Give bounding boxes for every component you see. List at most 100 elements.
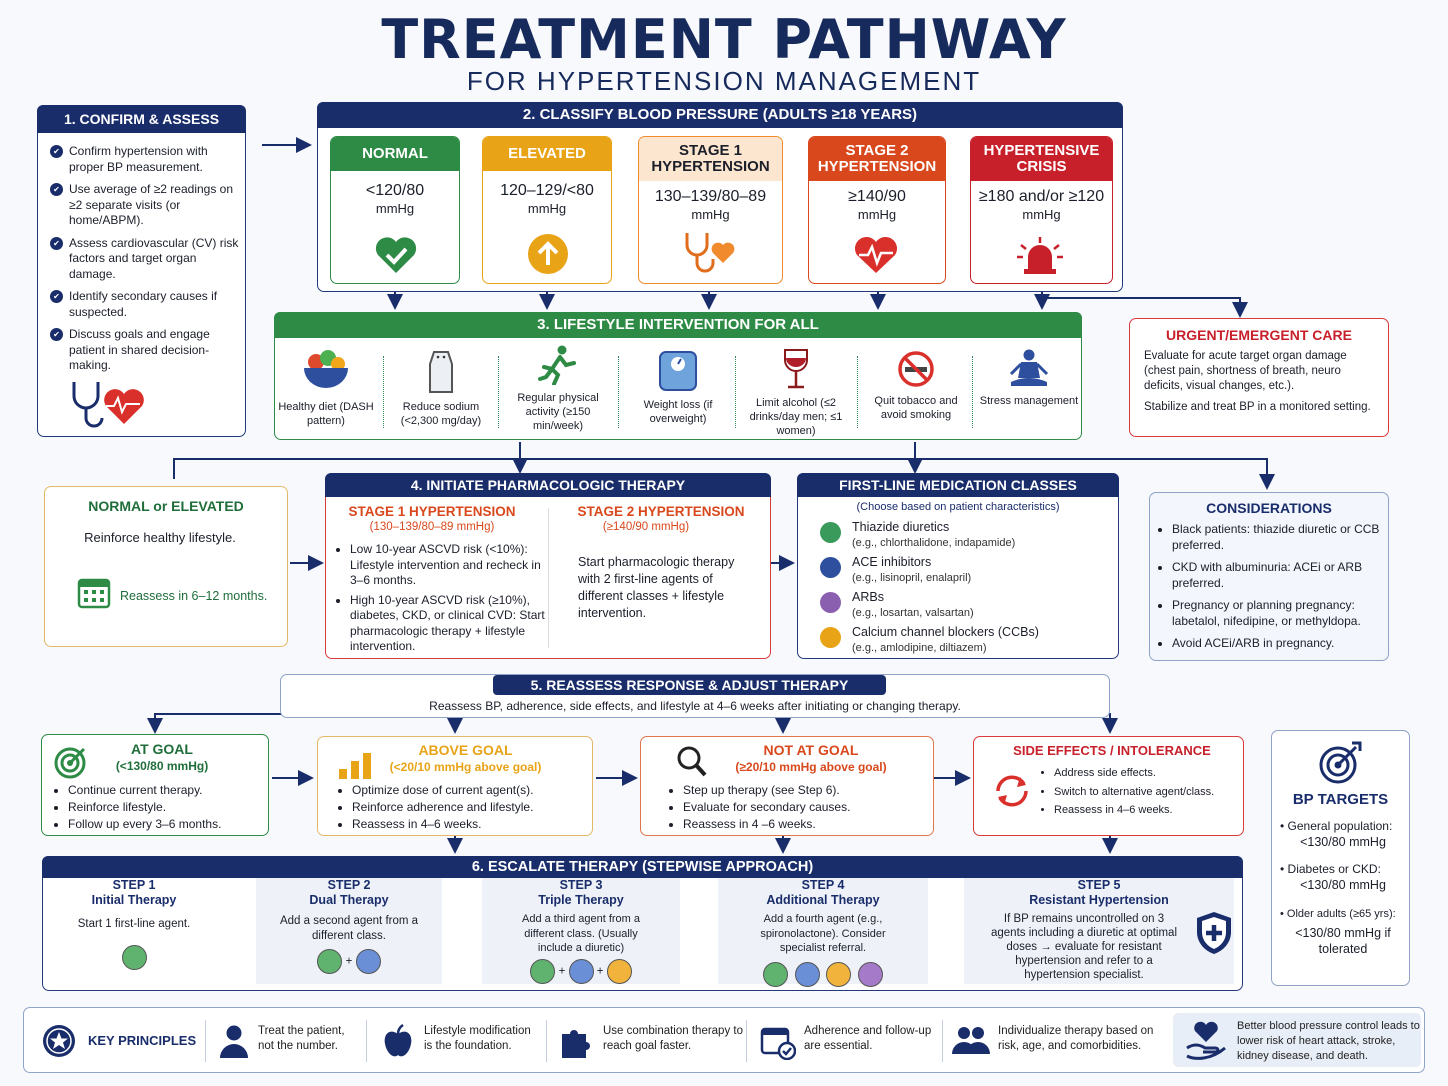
target-label: Diabetes or CKD: [1287,862,1381,876]
med-examples: (e.g., lisinopril, enalapril) [852,572,972,584]
refresh-icon [996,775,1028,807]
list-item: Switch to alternative agent/class. [1054,786,1240,800]
step-text: Add a third agent from a different class… [521,913,640,954]
step-4: STEP 4 Additional Therapy Add a fourth a… [718,878,928,987]
normal-elevated-reassess: Reassess in 6–12 months. [120,589,268,603]
principles-divider [746,1020,747,1062]
outcome-subtitle: (≥20/10 mmHg above goal) [735,760,887,774]
category-unit: mmHg [527,201,567,216]
list-item: Address side effects. [1054,767,1240,781]
outcome-subtitle: (<20/10 mmHg above goal) [389,760,542,774]
category-stage2: STAGE 2 HYPERTENSION ≥140/90 mmHg [808,136,946,284]
apple-icon [384,1024,412,1057]
stethoscope-heart-icon [72,382,144,428]
normal-elevated-text: Reinforce healthy lifestyle. [84,530,236,545]
key-principles-header: KEY PRINCIPLES [88,1033,197,1048]
list-item: Black patients: thiazide diuretic or CCB… [1172,522,1384,553]
reassess-panel: 5. REASSESS RESPONSE & ADJUST THERAPY Re… [280,674,1110,718]
principles-divider [205,1020,206,1062]
page-subtitle: FOR HYPERTENSION MANAGEMENT [466,66,982,96]
category-crisis: HYPERTENSIVE CRISIS ≥180 and/or ≥120 mmH… [970,136,1113,284]
pill-icon [820,522,841,543]
category-name: HYPERTENSIVE CRISIS [971,137,1112,181]
outcome-title: NOT AT GOAL [763,742,859,758]
lifestyle-divider [498,356,499,428]
heart-hand-icon [1186,1021,1226,1060]
outcome-title: SIDE EFFECTS / INTOLERANCE [1013,743,1211,758]
considerations-list: Black patients: thiazide diuretic or CCB… [1158,522,1384,656]
med-thiazide: Thiazide diuretics(e.g., chlorthalidone,… [820,520,1015,551]
lifestyle-item-weight: Weight loss (if overweight) [623,350,733,426]
normal-elevated-header: NORMAL or ELEVATED [88,498,244,514]
med-examples: (e.g., losartan, valsartan) [852,607,974,619]
med-examples: (e.g., amlodipine, diltiazem) [852,642,987,654]
blue-pill-icon [355,949,381,974]
med-name: ACE inhibitors [852,555,932,569]
lifestyle-label: Regular physical activity (≥150 min/week… [517,392,599,432]
step-name: Resistant Hypertension [1029,893,1169,907]
star-badge-icon [43,1025,75,1057]
category-name: ELEVATED [483,137,611,171]
list-item: Optimize dose of current agent(s). [352,783,588,797]
puzzle-icon [562,1030,590,1058]
lifestyle-label: Weight loss (if overweight) [643,399,713,425]
med-ccb: Calcium channel blockers (CCBs) (e.g., am… [820,625,1039,656]
step-number: STEP 3 [559,878,603,892]
stage2-text: Start pharmacologic therapy with 2 first… [578,555,735,620]
lifestyle-label: Stress management [979,395,1079,407]
med-name: ARBs [852,590,884,604]
green-pill-icon [121,944,147,970]
list-item: Reinforce lifestyle. [68,800,264,814]
calendar-icon [77,578,111,609]
category-name: STAGE 2 HYPERTENSION [809,137,945,181]
step-text: Add a fourth agent (e.g., spironolactone… [760,913,886,954]
checklist-item: Confirm hypertension with proper BP meas… [50,144,240,175]
step-number: STEP 2 [327,878,371,892]
stage2-range: (≥140/90 mmHg) [602,521,690,533]
step-text: Start 1 first-line agent. [77,918,191,930]
confirm-assess-header: 1. CONFIRM & ASSESS [37,105,246,133]
outcome-list: Step up therapy (see Step 6). Evaluate f… [669,783,929,835]
category-unit: mmHg [857,207,897,222]
outcome-title: AT GOAL [131,741,193,757]
lifestyle-divider [735,356,736,428]
target-item: • General population:<130/80 mmHg [1280,818,1406,850]
escalate-header: 6. ESCALATE THERAPY (STEPWISE APPROACH) [42,856,1243,878]
lifestyle-divider [618,356,619,428]
blue-pill-icon [568,958,594,984]
list-item: Reinforce adherence and lifestyle. [352,800,588,814]
considerations-header: CONSIDERATIONS [1206,500,1332,516]
step-number: STEP 4 [801,878,845,892]
stage1-list: Low 10-year ASCVD risk (<10%): Lifestyle… [336,542,546,659]
list-item: Reassess in 4 –6 weeks. [683,817,929,831]
list-item: Step up therapy (see Step 6). [683,783,929,797]
target-item: • Older adults (≥65 yrs):<130/80 mmHg if… [1280,905,1406,957]
lifestyle-divider [383,356,384,428]
green-pill-icon [763,961,789,987]
medication-classes-subtitle: (Choose based on patient characteristics… [856,501,1060,513]
calendar-check-icon [760,1027,796,1060]
checklist-item: Use average of ≥2 readings on ≥2 separat… [50,182,240,229]
target-value: <130/80 mmHg if tolerated [1295,926,1391,956]
medication-classes-panel: FIRST-LINE MEDICATION CLASSES (Choose ba… [797,473,1119,659]
principle-item: Treat the patient, not the number. [258,1025,345,1052]
stage1-title: STAGE 1 HYPERTENSION [348,504,516,519]
step-text: Add a second agent from a different clas… [279,915,419,942]
pill-icon [820,557,841,578]
scale-icon [659,351,697,391]
pharmacologic-panel: 4. INITIATE PHARMACOLOGIC THERAPY STAGE … [325,473,771,659]
target-value: <130/80 mmHg [1300,835,1386,849]
list-item: Avoid ACEi/ARB in pregnancy. [1172,636,1384,652]
step-1: STEP 1 Initial Therapy Start 1 first-lin… [52,878,216,970]
med-name: Calcium channel blockers (CCBs) [852,625,1039,639]
category-unit: mmHg [691,207,730,222]
outcome-not-at-goal: NOT AT GOAL (≥20/10 mmHg above goal) Ste… [640,736,934,836]
confirm-checklist: Confirm hypertension with proper BP meas… [50,144,240,381]
footer-callout-text: Better blood pressure control leads to l… [1237,1020,1420,1062]
lifestyle-divider [972,356,973,428]
salad-bowl-icon [304,350,348,388]
list-item: Continue current therapy. [68,783,264,797]
stethoscope-icon [685,233,735,273]
green-pill-icon [530,958,556,984]
lifestyle-divider [857,356,858,428]
